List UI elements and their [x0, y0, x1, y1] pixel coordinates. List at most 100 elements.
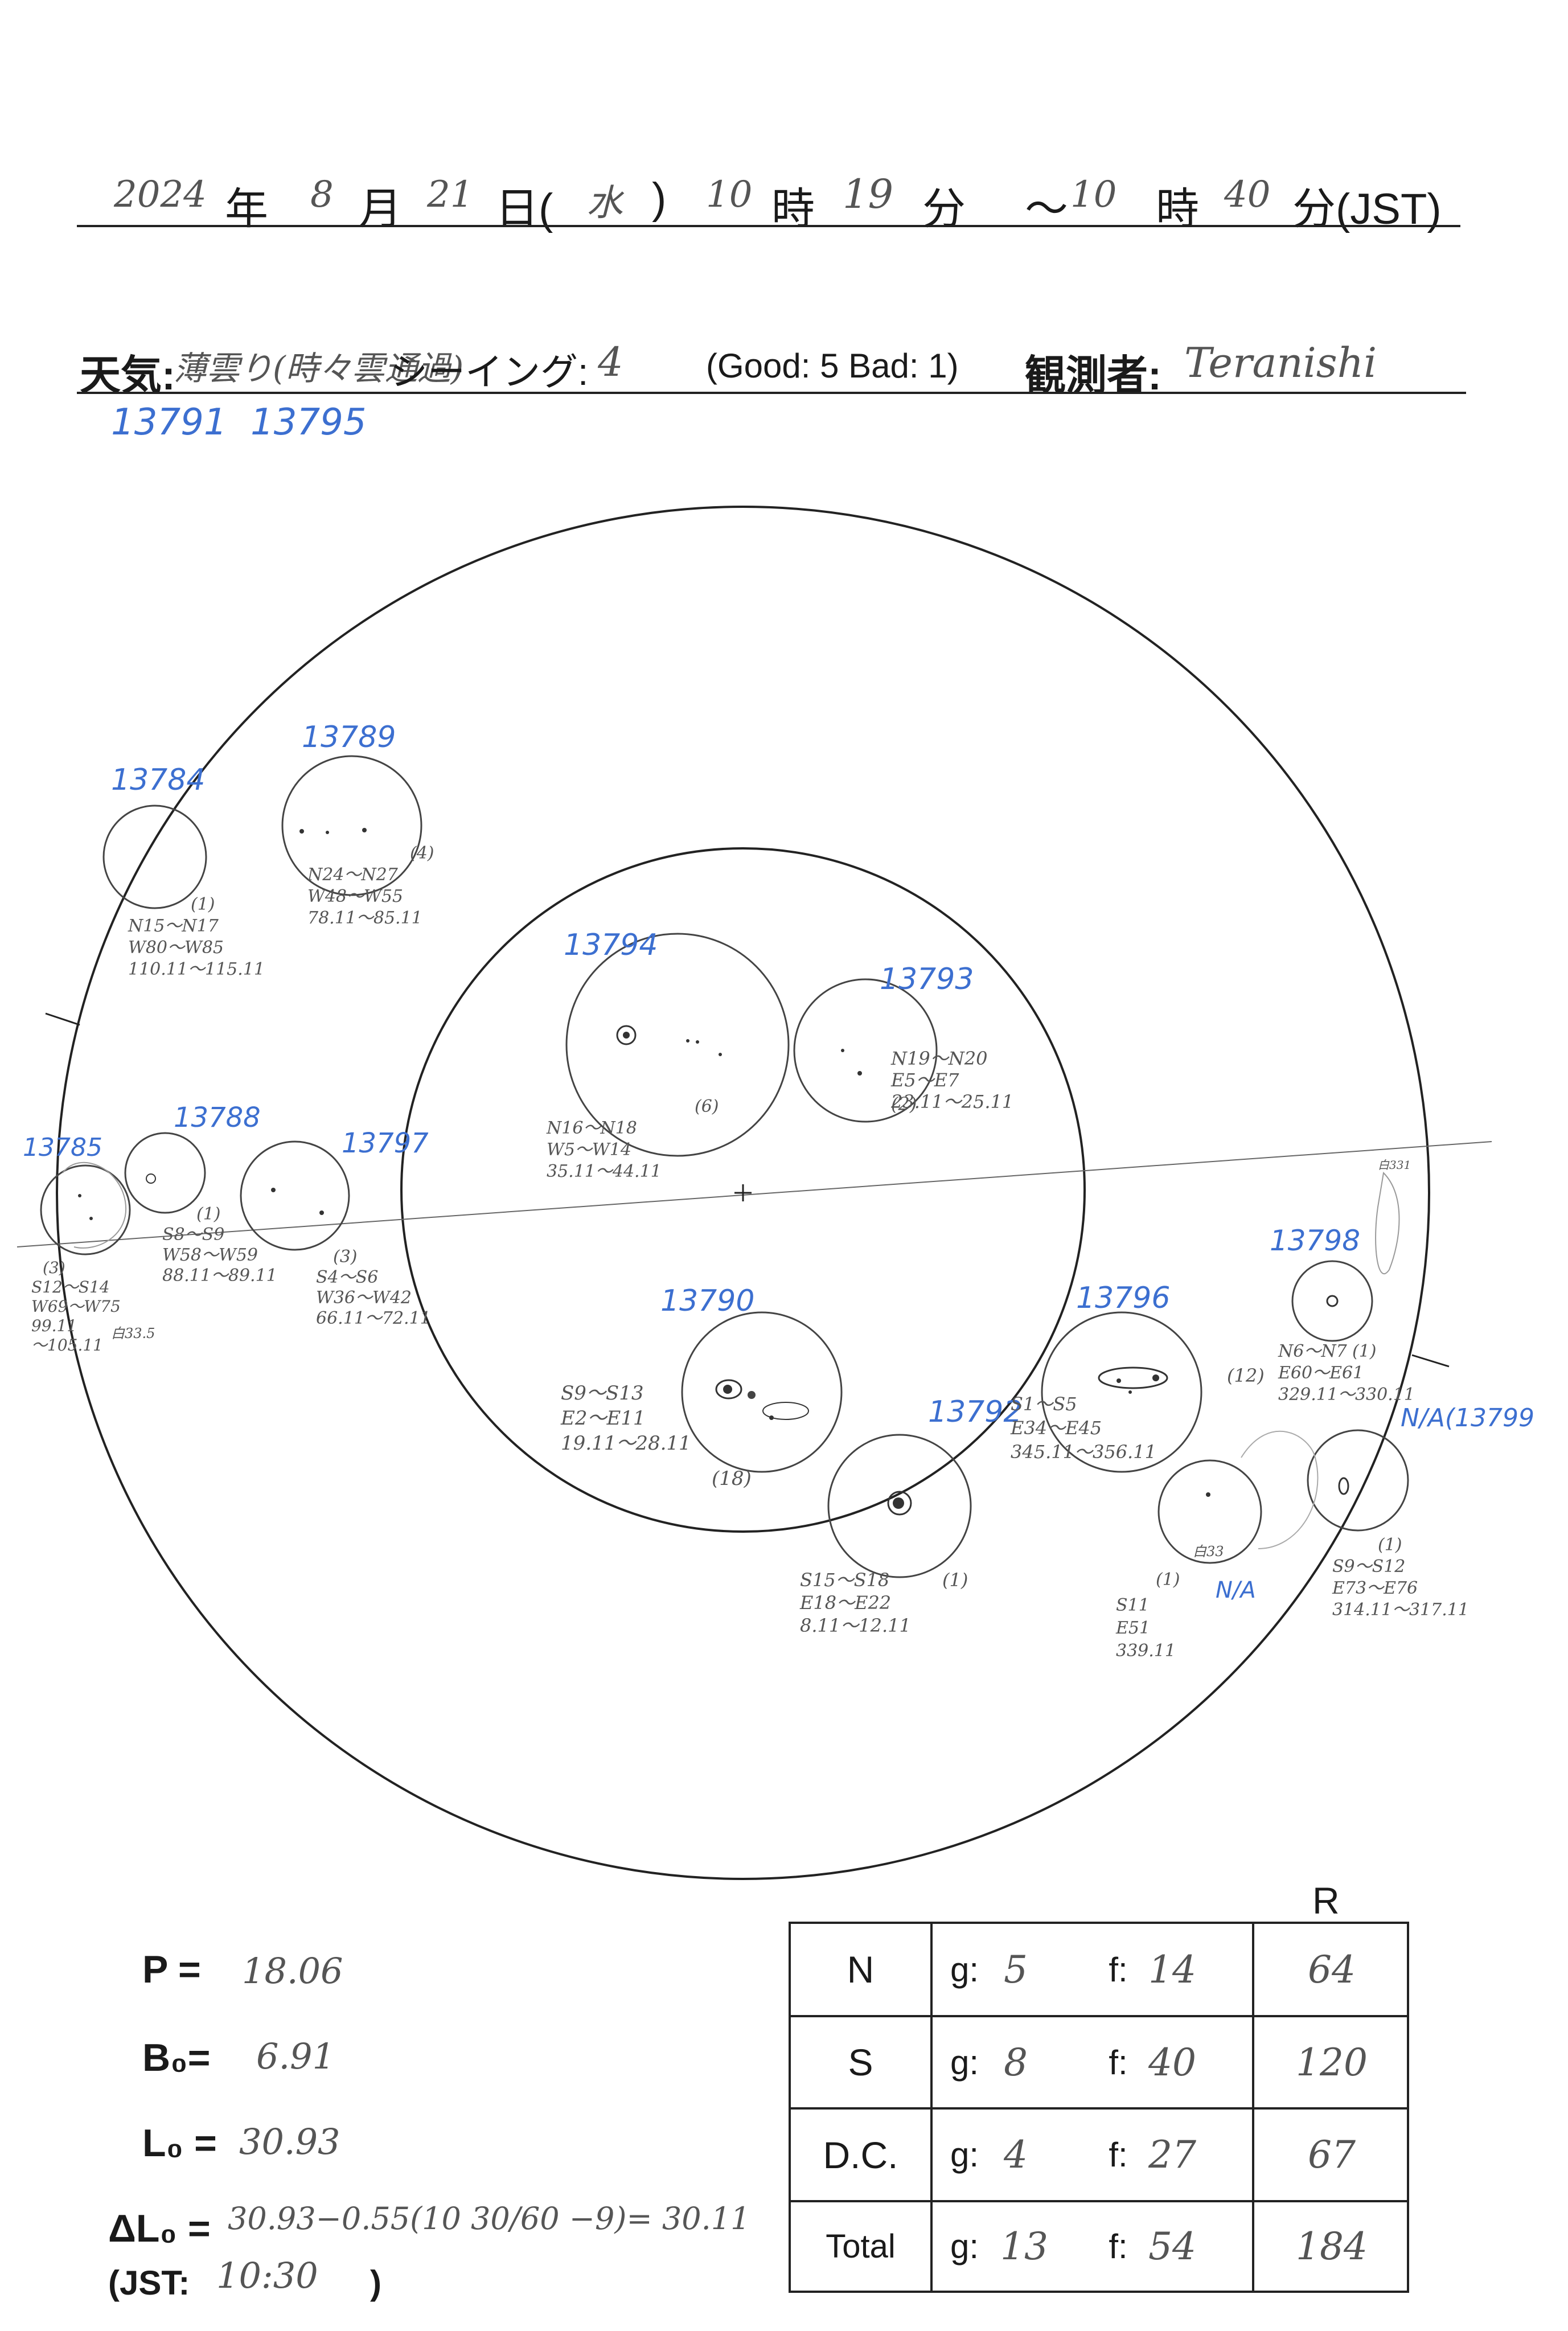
region-label: 13789 — [302, 720, 396, 754]
sunspot — [696, 1040, 699, 1044]
jst-label: (JST: — [108, 2264, 190, 2302]
region-label: 13785 — [23, 1133, 102, 1162]
sunspot — [723, 1385, 732, 1394]
f-value: 14 — [1148, 1947, 1196, 1992]
outer-disk-circle — [56, 506, 1430, 1880]
region-circle — [1291, 1260, 1373, 1342]
region-circle — [124, 1132, 206, 1214]
plage-outline — [1241, 1430, 1319, 1549]
g-label: g: — [950, 1950, 979, 1989]
small-note: N/A — [1216, 1577, 1256, 1603]
row-label: S — [848, 2041, 873, 2083]
region-circle — [40, 1164, 131, 1255]
end-min-value: 40 — [1224, 174, 1271, 216]
region-label: 13796 — [1076, 1281, 1171, 1315]
equator-line — [17, 1141, 1492, 1247]
region-circle — [681, 1311, 843, 1473]
r-value: 184 — [1296, 2225, 1368, 2268]
sunspot — [616, 1025, 637, 1045]
region-circle — [1307, 1429, 1409, 1532]
sunspot — [1152, 1374, 1159, 1381]
sunspot — [893, 1497, 904, 1509]
f-label: f: — [1109, 2227, 1128, 2266]
header-underline — [77, 225, 1460, 227]
conditions-underline — [77, 392, 1466, 394]
region-label: 13792 — [928, 1395, 1023, 1429]
b0-value: 6.91 — [256, 2035, 335, 2077]
weather-value: 薄雲り(時々雲通過) — [174, 349, 464, 388]
sunspot — [362, 828, 367, 832]
small-note: 白33.5 — [111, 1325, 155, 1341]
region-circle — [102, 805, 207, 909]
table-divider — [791, 2015, 1407, 2017]
region-circle — [240, 1140, 350, 1251]
sunspot — [887, 1491, 912, 1516]
sunspot — [299, 829, 304, 834]
year-value: 2024 — [114, 174, 207, 216]
seeing-scale: (Good: 5 Bad: 1) — [706, 347, 959, 385]
table-divider — [791, 2200, 1407, 2202]
small-note: 白33 — [1193, 1544, 1224, 1560]
g-label: g: — [950, 2136, 979, 2174]
sunspot — [686, 1039, 689, 1043]
inner-disk-circle — [400, 847, 1086, 1533]
sunspot — [1206, 1492, 1210, 1497]
sunspot — [762, 1402, 809, 1420]
sunspot — [89, 1217, 93, 1220]
sunspot — [1326, 1295, 1339, 1307]
f-label: f: — [1109, 2043, 1128, 2082]
sunspot — [78, 1194, 81, 1197]
region-label: N/A(13799 — [1401, 1403, 1534, 1433]
weather-label: 天気: — [80, 353, 175, 399]
tick-right — [1411, 1354, 1450, 1368]
g-label: g: — [950, 2227, 979, 2266]
sunspot — [1117, 1378, 1121, 1383]
f-value: 40 — [1148, 2040, 1196, 2084]
sunspot — [1098, 1366, 1168, 1389]
l0-label: L₀ = — [142, 2121, 217, 2165]
sunspot — [623, 1032, 630, 1039]
region-circle — [281, 755, 422, 896]
top-note-2: 13795 — [251, 401, 367, 444]
seeing-value: 4 — [598, 339, 623, 385]
f-value: 54 — [1148, 2225, 1196, 2268]
sunspot — [719, 1053, 722, 1056]
sunspot — [271, 1188, 276, 1192]
sunspot — [319, 1210, 324, 1215]
g-label: g: — [950, 2043, 979, 2082]
small-note: 白331 — [1378, 1158, 1411, 1172]
jst-value: 10:30 — [216, 2255, 318, 2296]
g-value: 8 — [1004, 2040, 1028, 2084]
row-label: Total — [826, 2228, 896, 2265]
row-label: N — [847, 1948, 875, 1991]
region-label: 13790 — [660, 1284, 755, 1318]
region-label: 13784 — [111, 763, 206, 797]
region-label: 13793 — [880, 962, 974, 996]
r-value: 120 — [1296, 2040, 1368, 2084]
region-label: 13788 — [174, 1102, 261, 1134]
start-hour-value: 10 — [706, 174, 753, 216]
month-value: 8 — [310, 174, 334, 216]
sunspot — [1128, 1390, 1132, 1394]
sunspot — [715, 1379, 742, 1400]
r-value: 64 — [1308, 1947, 1356, 1992]
sunspot — [146, 1173, 156, 1184]
p-value: 18.06 — [242, 1950, 343, 1992]
r-column-header: R — [1312, 1879, 1340, 1922]
region-circle — [827, 1434, 972, 1578]
observer-label: 観測者: — [1025, 353, 1161, 399]
g-value: 4 — [1004, 2133, 1028, 2177]
row-label: D.C. — [823, 2133, 898, 2176]
start-min-value: 19 — [843, 171, 894, 217]
day-value: 21 — [427, 174, 474, 216]
weekday-close: ) — [652, 174, 667, 223]
observer-value: Teranishi — [1184, 339, 1377, 387]
